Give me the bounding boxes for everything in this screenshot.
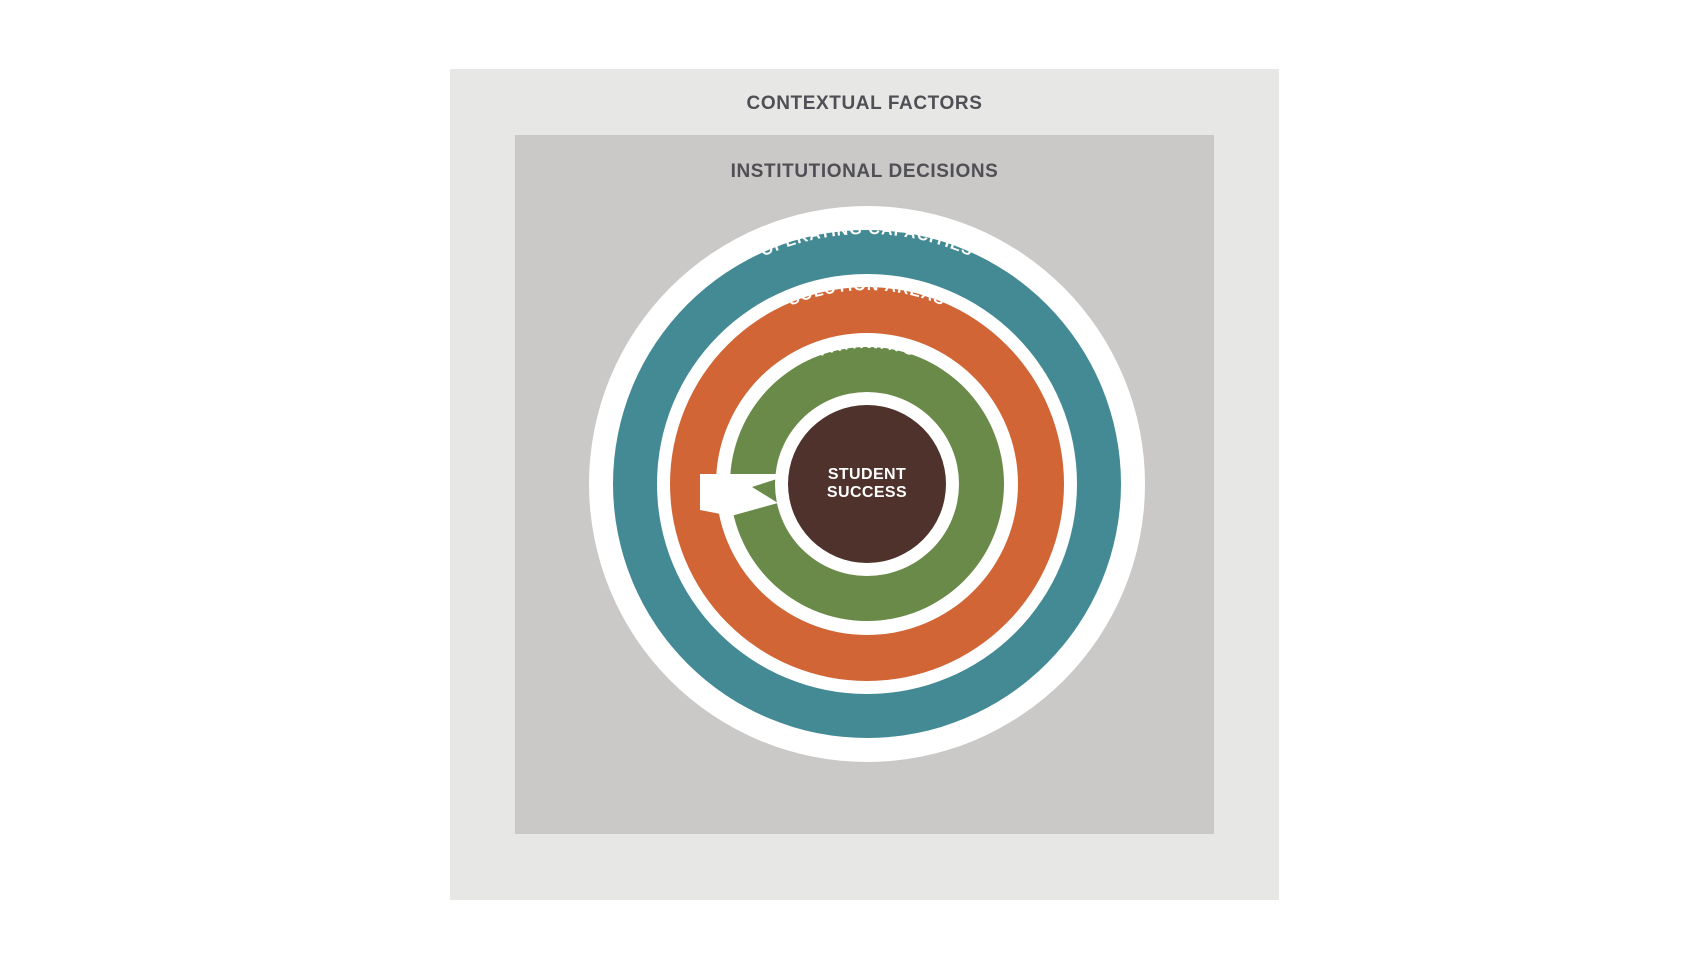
contextual-factors-title: CONTEXTUAL FACTORS — [746, 93, 983, 114]
pathways-notch — [700, 474, 780, 516]
student-success-line1: STUDENT — [828, 466, 906, 483]
student-success-line2: SUCCESS — [827, 484, 907, 501]
student-success-core — [788, 405, 946, 563]
institutional-decisions-title: INSTITUTIONAL DECISIONS — [730, 161, 999, 182]
